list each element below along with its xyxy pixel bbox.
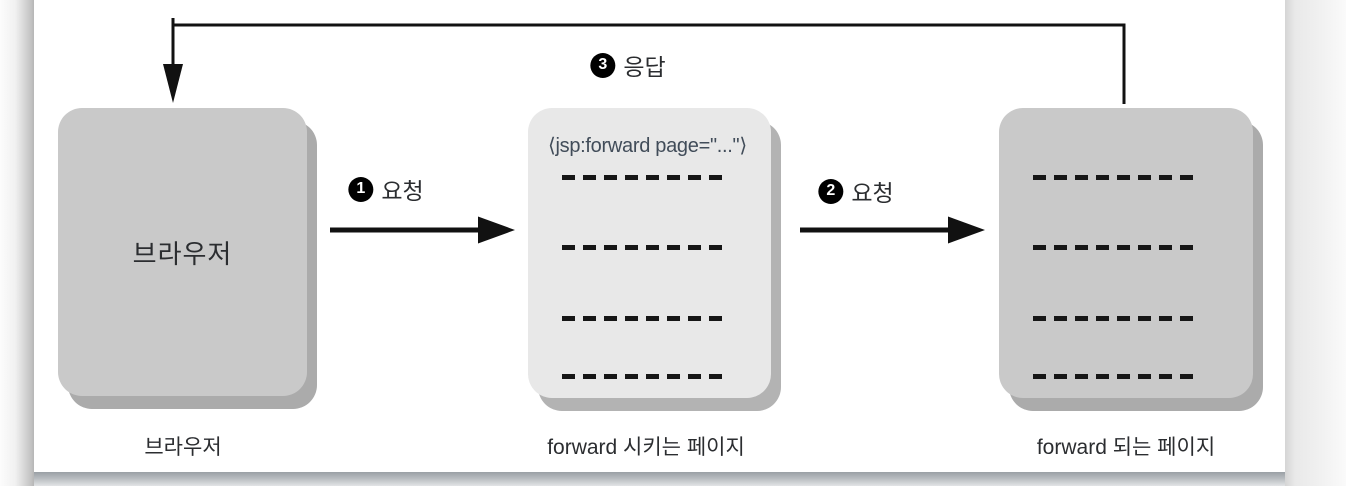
dashed-line (562, 374, 730, 379)
forwarded-page-caption: forward 되는 페이지 (1036, 436, 1216, 459)
dashed-line (562, 316, 730, 321)
browser-caption: 브라우저 (144, 436, 222, 459)
page-edge-right (1285, 0, 1346, 486)
step-label-request-2: 2 요청 (818, 174, 894, 208)
dashed-line (1033, 316, 1201, 321)
forwarded-page-box (999, 108, 1253, 398)
step-text: 요청 (381, 178, 424, 204)
dashed-line (1033, 175, 1201, 180)
step-label-request-1: 1 요청 (348, 172, 424, 206)
circled-number-2-icon: 2 (818, 178, 844, 204)
jsp-forward-code: ⟨jsp:forward page="..."⟩ (548, 135, 747, 157)
forwarding-page-box (528, 108, 771, 398)
dashed-line (562, 175, 730, 180)
step-label-response-3: 3 응답 (590, 48, 666, 82)
dashed-line (1033, 245, 1201, 250)
step-text: 요청 (851, 180, 894, 206)
browser-box: 브라우저 (58, 108, 307, 396)
step-text: 응답 (623, 54, 666, 80)
circled-number-3-icon: 3 (590, 52, 616, 78)
dashed-line (1033, 374, 1201, 379)
page-gutter-shadow (0, 0, 34, 486)
circled-number-1-icon: 1 (348, 176, 374, 202)
forwarding-page-caption: forward 시키는 페이지 (547, 436, 745, 459)
page-edge-bottom (34, 472, 1285, 486)
browser-box-label: 브라우저 (132, 238, 233, 269)
dashed-line (562, 245, 730, 250)
